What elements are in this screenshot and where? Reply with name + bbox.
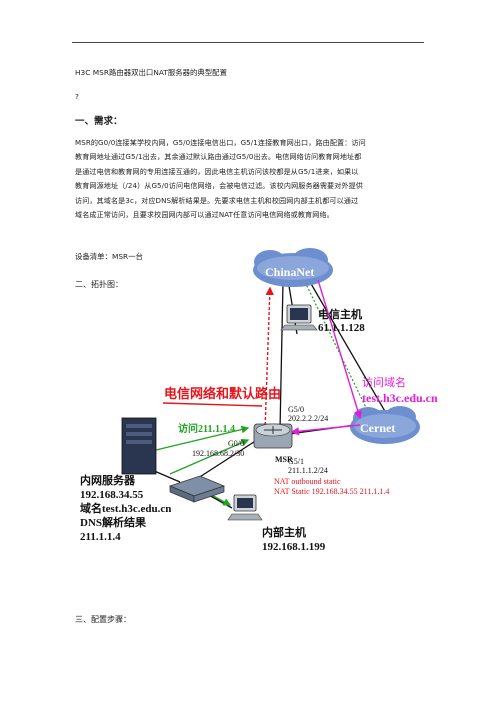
magenta-arrow-cernet-msr [290, 424, 361, 436]
server-title: 内网服务器 [80, 473, 136, 487]
dns-result-label: DNS解析结果 [80, 515, 146, 529]
para-line: 教育网地址通过G5/1出去，其余通过默认路由通过G5/0出去。电信网络访问教育网… [75, 152, 362, 162]
cernet-label: Cernet [360, 421, 395, 435]
para-line: 访问，其域名是3c，对应DNS解析结果是。先要求电信主机和校园网内部主机都可以通… [75, 195, 359, 205]
green-dotted-path [304, 281, 373, 421]
server-ip: 192.168.34.55 [80, 489, 144, 501]
requirements-paragraph: MSR的G0/0连接某学校内网，G5/0连接电信出口，G5/1连接教育网出口，路… [75, 136, 425, 222]
para-line: 教育网源地址（/24）从G5/0访问电信网络，会被电信过滤。该校内网服务器需要对… [75, 181, 364, 191]
cernet-cloud [350, 406, 420, 444]
internal-server-icon [121, 417, 157, 475]
nat-outbound-label: NAT outbound static [274, 477, 341, 486]
section3-heading: 三、配置步骤： [75, 615, 131, 624]
chinanet-label: ChinaNet [265, 265, 314, 279]
test-domain-label: test.h3c.edu.cn [362, 391, 438, 405]
g51-ip: 211.1.1.2/24 [288, 466, 328, 475]
magenta-arrow-chinanet-cernet [317, 279, 362, 420]
para-line: 域名成正常访问，且要求校园网内部可以通过NAT任意访问电信网络或教育网络。 [75, 210, 334, 220]
equipment-list: 设备清单：MSR一台 [75, 252, 143, 261]
g50-label: G5/0 [288, 405, 304, 414]
telecom-host-icon [280, 304, 318, 331]
msr-label: MSR [275, 455, 293, 464]
telecom-host-ip: 61.1.1.128 [318, 322, 365, 334]
link-lines [151, 261, 391, 509]
question-mark: ? [75, 92, 79, 101]
telecom-host-label: 电信主机 [318, 307, 362, 321]
switch-icon [169, 475, 225, 503]
green-arrow-server-msr-2 [169, 439, 250, 475]
g00-ip: 192.168.68.2/30 [192, 449, 244, 458]
internal-host-label: 内部主机 [262, 525, 306, 539]
section1-heading: 一、需求： [75, 116, 123, 127]
g50-ip: 202.2.2.2/24 [288, 414, 328, 423]
access-domain-label: 访问域名 [362, 375, 406, 389]
dns-ip: 211.1.1.4 [80, 531, 121, 543]
msr-router-icon [253, 423, 293, 449]
nat-static-label: NAT Static 192.168.34.55 211.1.1.4 [274, 487, 389, 496]
green-arrow-server-msr [155, 425, 250, 451]
chinanet-cloud [253, 248, 333, 287]
access-ip-label: 访问211.1.1.4 [178, 422, 235, 435]
internal-host-ip: 192.168.1.199 [262, 541, 326, 553]
link-server-switch [151, 469, 181, 483]
internal-host-icon [227, 494, 263, 521]
para-line: 是通过电信和教育网的专用连接互通的，因此电信主机访问该校都是从G5/1进来，如果… [75, 166, 359, 176]
link-chinanet-cernet [309, 281, 391, 421]
red-underline-arrow [162, 402, 263, 407]
doc-title: H3C MSR路由器双出口NAT服务器的典型配置 [75, 68, 227, 77]
g00-label: G0/0 [228, 439, 244, 448]
header-rule [72, 42, 424, 43]
g51-label: G5/1 [288, 457, 304, 466]
link-chinanet-msr [279, 281, 284, 431]
para-line: MSR的G0/0连接某学校内网，G5/0连接电信出口，G5/1连接教育网出口，路… [75, 138, 366, 147]
server-domain: 域名test.h3c.edu.cn [80, 501, 171, 515]
section2-heading: 二、拓扑图： [75, 280, 123, 289]
red-dotted-default-route [264, 286, 274, 431]
default-route-label: 电信网络和默认路由 [164, 386, 281, 401]
magenta-arrows [290, 279, 362, 436]
